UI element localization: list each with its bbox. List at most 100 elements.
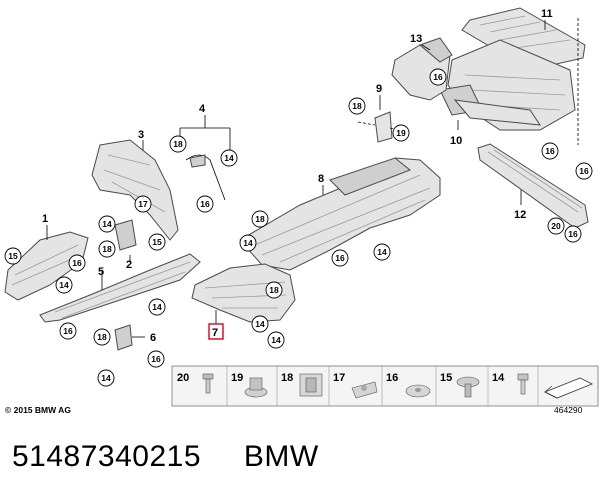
svg-text:16: 16	[151, 354, 161, 364]
callout-16: 16	[331, 249, 349, 267]
callout-14: 14	[98, 215, 116, 233]
callout-14: 14	[251, 315, 269, 333]
part-12-long-shield[interactable]	[477, 143, 589, 229]
callout-16: 16	[196, 195, 214, 213]
hex-bolt-icon	[517, 373, 529, 395]
part-label-8: 8	[318, 173, 324, 185]
callout-18: 18	[98, 240, 116, 258]
parts-diagram: 1 2 3 4 5 6 8 9 10 11 12 13 7 18 14 16 1…	[4, 7, 599, 407]
flange-nut-icon	[244, 377, 268, 398]
part-numbers: 1 2 3 4 5 6 8 9 10 11 12 13	[42, 8, 553, 344]
callout-14: 14	[239, 234, 257, 252]
svg-text:15: 15	[8, 251, 18, 261]
callout-18: 18	[93, 328, 111, 346]
callout-14: 14	[220, 149, 238, 167]
svg-text:16: 16	[386, 372, 398, 384]
svg-text:18: 18	[281, 372, 293, 384]
svg-text:20: 20	[177, 372, 189, 384]
part-label-10: 10	[450, 135, 462, 147]
svg-text:15: 15	[152, 237, 162, 247]
legend-item-20[interactable]: 20	[177, 372, 214, 394]
part-label-7-highlighted[interactable]: 7	[208, 323, 224, 340]
callout-14: 14	[97, 369, 115, 387]
washer-icon	[405, 384, 431, 398]
callouts: 18 14 16 17 14 18 15 15 16 14 14 16 18 1…	[4, 68, 593, 387]
callout-16: 16	[59, 322, 77, 340]
svg-text:18: 18	[255, 214, 265, 224]
part-label-5: 5	[98, 266, 104, 278]
part-4-wire-bracket[interactable]	[185, 154, 226, 201]
part-label-6: 6	[150, 332, 156, 344]
part-3-wheel-arch-shield[interactable]	[91, 139, 179, 241]
svg-text:17: 17	[138, 199, 148, 209]
part-9-clip[interactable]	[357, 111, 399, 143]
part-label-3: 3	[138, 129, 144, 141]
brand-name: BMW	[243, 440, 319, 473]
part-5-side-shield[interactable]	[39, 253, 201, 323]
svg-text:16: 16	[200, 199, 210, 209]
callout-19: 19	[392, 124, 410, 142]
direction-arrow-icon	[544, 377, 593, 399]
part-2-bracket[interactable]	[114, 219, 137, 251]
svg-text:14: 14	[152, 302, 162, 312]
part-6-bracket[interactable]	[114, 324, 145, 351]
svg-text:14: 14	[102, 219, 112, 229]
callout-15: 15	[4, 247, 22, 265]
fastener-legend: 20 19 18 17 16 15 14	[171, 365, 599, 407]
part-label-4: 4	[199, 103, 206, 115]
svg-text:16: 16	[579, 166, 589, 176]
copyright-text: © 2015 BMW AG	[5, 405, 71, 415]
callout-14: 14	[55, 276, 73, 294]
callout-14: 14	[148, 298, 166, 316]
legend-item-14[interactable]: 14	[492, 372, 529, 395]
part-11-heat-shield[interactable]	[461, 7, 586, 145]
drawing-number: 464290	[554, 405, 583, 415]
callout-18: 18	[251, 210, 269, 228]
callout-18: 18	[348, 97, 366, 115]
callout-16: 16	[575, 162, 593, 180]
part-7-heat-shield[interactable]	[191, 263, 296, 323]
speed-nut-icon	[299, 373, 323, 397]
svg-text:16: 16	[568, 229, 578, 239]
svg-text:19: 19	[396, 128, 406, 138]
callout-16: 16	[429, 68, 447, 86]
callout-16: 16	[564, 225, 582, 243]
legend-item-19[interactable]: 19	[231, 372, 268, 398]
callout-16: 16	[68, 254, 86, 272]
part-label-1: 1	[42, 213, 48, 225]
callout-17: 17	[134, 195, 152, 213]
legend-item-16[interactable]: 16	[386, 372, 431, 398]
legend-item-18[interactable]: 18	[281, 372, 323, 397]
svg-text:18: 18	[102, 244, 112, 254]
part-13-bracket[interactable]	[391, 37, 453, 101]
callout-18: 18	[169, 135, 187, 153]
svg-text:18: 18	[352, 101, 362, 111]
callout-20: 20	[547, 217, 565, 235]
svg-text:14: 14	[492, 372, 505, 384]
callout-18: 18	[265, 281, 283, 299]
callout-16: 16	[541, 142, 559, 160]
svg-text:16: 16	[63, 326, 73, 336]
svg-text:16: 16	[545, 146, 555, 156]
legend-item-17[interactable]: 17	[333, 372, 378, 399]
part-label-2: 2	[126, 259, 132, 271]
svg-text:7: 7	[212, 327, 218, 339]
part-label-9: 9	[376, 83, 382, 95]
callout-15: 15	[148, 233, 166, 251]
part-10-tunnel-shield[interactable]	[439, 39, 576, 131]
svg-text:14: 14	[243, 238, 253, 248]
part-label-13: 13	[410, 33, 422, 45]
legend-item-15[interactable]: 15	[440, 372, 480, 398]
clip-nut-icon	[351, 381, 378, 399]
svg-text:14: 14	[271, 335, 281, 345]
callout-14: 14	[267, 331, 285, 349]
svg-text:14: 14	[377, 247, 387, 257]
part-label-11: 11	[541, 8, 553, 20]
part-number: 51487340215	[12, 440, 202, 473]
part-8-center-shield[interactable]	[239, 157, 441, 271]
part-number-line: 51487340215 BMW	[12, 440, 319, 474]
svg-text:17: 17	[333, 372, 345, 384]
svg-text:16: 16	[72, 258, 82, 268]
collar-bolt-icon	[456, 376, 480, 398]
svg-text:20: 20	[551, 221, 561, 231]
